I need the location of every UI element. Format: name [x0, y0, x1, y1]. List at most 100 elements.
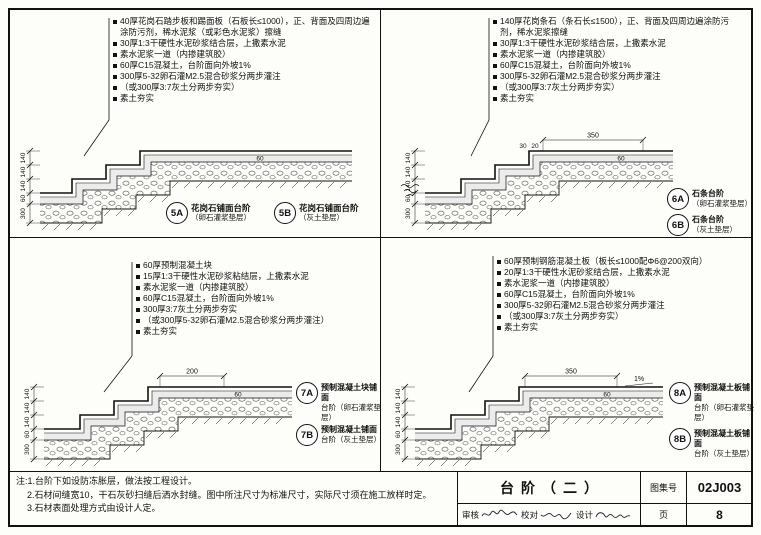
detail-label-5B: 5B 花岗石铺面台阶（灰土垫层）: [274, 202, 377, 224]
note-line: 2.石材间缝宽10，干石灰砂扫缝后洒水封缝。图中所注尺寸为标准尺寸，实际尺寸须在…: [27, 489, 432, 500]
dim-riser: 140: [20, 166, 27, 177]
annotation-text: 素土夯实: [143, 326, 178, 336]
material-layer-note: 300厚3:7灰土分两步夯实: [136, 304, 372, 315]
annotation-text: 300厚3:7灰土分两步夯实: [143, 304, 237, 314]
leader-line: [468, 256, 494, 393]
step-section-geometry: [29, 383, 293, 467]
dim-bedding: 300: [20, 208, 27, 219]
page-frame: 140 140 140 60 300 60 40厚花岗石踏步板和踢面板（石板长≤…: [8, 8, 756, 527]
layer-bullet-icon: [113, 41, 117, 46]
detail-title: 预制混凝土铺面: [321, 425, 377, 434]
dim-extension: [159, 376, 225, 387]
dim-slab: 60: [405, 195, 412, 203]
layer-bullet-icon: [136, 274, 140, 279]
dim-extension: [524, 376, 618, 387]
detail-ref-circle: 7B: [296, 424, 318, 446]
material-layer-note: 素土夯实: [493, 93, 741, 104]
layer-bullet-icon: [113, 85, 117, 90]
detail-ref-circle: 7A: [296, 382, 318, 404]
layer-bullet-icon: [136, 263, 140, 268]
dim-riser: 140: [24, 388, 31, 399]
detail-label-7B: 7B 预制混凝土铺面台阶（灰土垫层）: [296, 424, 383, 446]
dim-small: 30: [519, 143, 527, 150]
leader-line: [103, 262, 133, 393]
layer-bullet-icon: [493, 74, 497, 79]
dim-slab-inline: 60: [617, 156, 625, 163]
layer-bullet-icon: [497, 281, 501, 286]
dim-bedding: 300: [24, 444, 31, 455]
layer-bullet-icon: [113, 52, 117, 57]
dim-slab-inline: 60: [256, 156, 264, 163]
dim-small: 20: [531, 143, 539, 150]
detail-subtitle: （灰土垫层）: [692, 225, 737, 234]
detail-subtitle: 台阶（灰土垫层）: [321, 435, 381, 444]
layer-annotation-list: 60厚预制混凝土块 15厚1:3干硬性水泥砂浆粘结层，上撒素水泥 素水泥浆一道（…: [136, 260, 372, 337]
detail-panel-7: 200 140 140 140 60 300 60 60厚预制混凝土块 15厚1…: [10, 238, 383, 470]
detail-panel-5: 140 140 140 60 300 60 40厚花岗石踏步板和踢面板（石板长≤…: [10, 10, 380, 237]
material-layer-note: 60厚预制混凝土块: [136, 260, 372, 271]
dim-slab: 60: [395, 431, 402, 439]
layer-bullet-icon: [497, 303, 501, 308]
dim-riser: 140: [20, 152, 27, 163]
detail-ref-circle: 8A: [669, 382, 691, 404]
layer-bullet-icon: [136, 296, 140, 301]
detail-label-6A: 6A 石条台阶（卵石灌浆垫层）: [667, 188, 754, 210]
step-section-geometry: [400, 383, 664, 467]
material-layer-note: 素土夯实: [497, 322, 743, 333]
annotation-text: 60厚C15混凝土，台阶面向外坡1%: [143, 293, 274, 303]
detail-title: 预制混凝土板铺面: [694, 383, 750, 402]
detail-subtitle: 台阶（灰土垫层）: [694, 449, 754, 458]
atlas-number-value: 02J003: [686, 472, 752, 503]
annotation-text: 60厚C15混凝土，台阶面向外坡1%: [504, 289, 635, 299]
annotation-text: 60厚C15混凝土，台阶面向外坡1%: [120, 60, 251, 70]
layer-bullet-icon: [493, 19, 497, 24]
material-layer-note: 素水泥浆一道（内掺建筑胶）: [113, 49, 373, 60]
dim-slab-inline: 60: [234, 392, 242, 399]
layer-annotation-list: 60厚预制钢筋混凝土板（板长≤1000配Φ6@200双向） 20厚1:3干硬性水…: [497, 256, 743, 333]
leader-line: [83, 18, 110, 157]
layer-bullet-icon: [136, 329, 140, 334]
layer-bullet-icon: [493, 85, 497, 90]
annotation-text: （或300厚3:7灰土分两步夯实）: [500, 82, 620, 92]
material-layer-note: 60厚C15混凝土，台阶面向外坡1%: [497, 289, 743, 300]
detail-label-8B: 8B 预制混凝土板铺面台阶（灰土垫层）: [669, 428, 756, 459]
layer-bullet-icon: [497, 325, 501, 330]
leader-line: [470, 18, 490, 157]
material-layer-note: （或300厚3:7灰土分两步夯实）: [113, 82, 373, 93]
annotation-text: 20厚1:3干硬性水泥砂浆结合层，上撒素水泥: [504, 267, 670, 277]
material-layer-note: 素土夯实: [136, 326, 372, 337]
annotation-text: （或300厚3:7灰土分两步夯实）: [120, 82, 240, 92]
detail-panel-6: 350 30 20 140 140 140 60 300 60 140厚花岗条石…: [381, 10, 754, 237]
footer-divider: [10, 471, 751, 472]
dim-riser: 140: [395, 388, 402, 399]
detail-label-7A: 7A 预制混凝土块铺面台阶（卵石灌浆垫层）: [296, 382, 383, 423]
layer-bullet-icon: [493, 63, 497, 68]
detail-title: 预制混凝土板铺面: [694, 429, 750, 448]
step-section-geometry: [410, 147, 674, 231]
material-layer-note: 60厚C15混凝土，台阶面向外坡1%: [136, 293, 372, 304]
layer-bullet-icon: [493, 96, 497, 101]
material-layer-note: 300厚5-32卵石灌M2.5混合砂浆分两步灌注: [493, 71, 741, 82]
layer-annotation-list: 40厚花岗石踏步板和踢面板（石板长≤1000），正、背面及四周边遍涂防污剂，稀水…: [113, 16, 373, 104]
dim-top: 350: [587, 133, 599, 140]
note-line: 3.石材表面处理方式由设计人定。: [27, 503, 161, 513]
layer-bullet-icon: [113, 63, 117, 68]
title-block: 台阶（二） 图集号 02J003 审核 校对 设计 页 8: [457, 472, 752, 525]
slope-line: [624, 382, 654, 387]
dim-top: 350: [565, 369, 577, 376]
annotation-text: 30厚1:3干硬性水泥砂浆结合层，上撒素水泥: [500, 38, 666, 48]
material-layer-note: 60厚C15混凝土，台阶面向外坡1%: [113, 60, 373, 71]
layer-bullet-icon: [136, 307, 140, 312]
layer-bullet-icon: [497, 270, 501, 275]
material-layer-note: （或300厚3:7灰土分两步夯实）: [493, 82, 741, 93]
layer-bullet-icon: [113, 96, 117, 101]
layer-bullet-icon: [113, 74, 117, 79]
detail-title: 石条台阶: [692, 215, 724, 224]
dim-slab: 60: [20, 195, 27, 203]
detail-ref-circle: 8B: [669, 428, 691, 450]
detail-subtitle: （卵石灌浆垫层）: [692, 199, 752, 208]
layer-bullet-icon: [497, 314, 501, 319]
layer-bullet-icon: [497, 259, 501, 264]
design-signature-scribble: [595, 511, 631, 518]
